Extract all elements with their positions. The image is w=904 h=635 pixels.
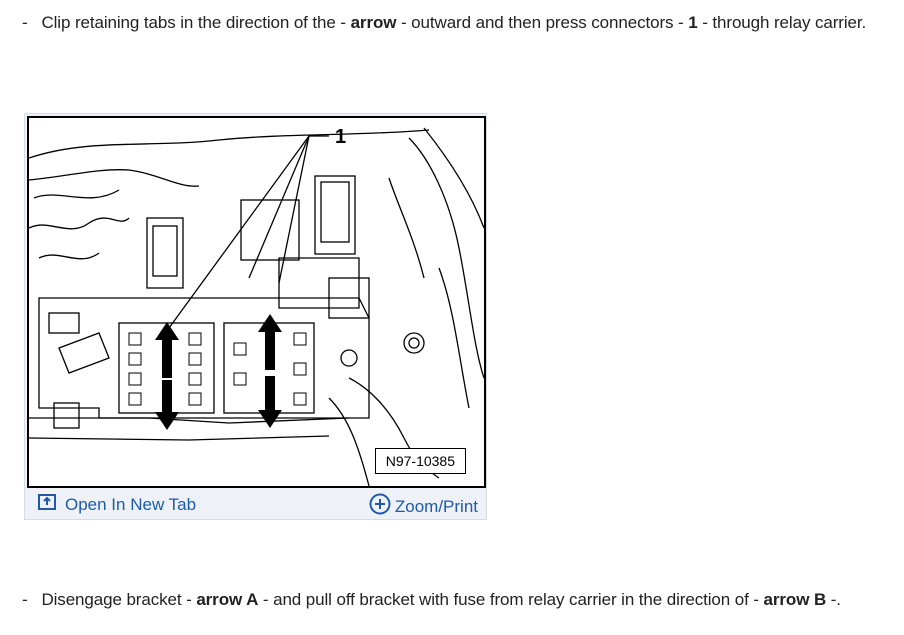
- instruction-step-1: - Clip retaining tabs in the direction o…: [22, 12, 866, 34]
- step-bullet: -: [22, 13, 28, 32]
- zoom-plus-icon: [369, 493, 391, 520]
- open-new-tab-icon: [37, 493, 57, 516]
- open-in-new-tab-label: Open In New Tab: [65, 494, 197, 514]
- step-emphasis-arrow: arrow: [350, 13, 397, 32]
- step-emphasis-arrow-a: arrow A: [196, 590, 259, 609]
- figure-code: N97-10385: [374, 448, 466, 474]
- diagram-figure: 1 N97-10385 Open In New Tab Zoom/Print: [24, 113, 487, 520]
- open-in-new-tab-button[interactable]: Open In New Tab: [37, 493, 196, 516]
- step-emphasis-arrow-b: arrow B: [763, 590, 827, 609]
- relay-carrier-drawing: [29, 127, 484, 486]
- relay-carrier-diagram: 1 N97-10385: [27, 116, 486, 488]
- instruction-step-2: - Disengage bracket - arrow A - and pull…: [22, 589, 841, 611]
- figure-toolbar: Open In New Tab Zoom/Print: [25, 490, 486, 520]
- step-text: Disengage bracket -: [41, 590, 197, 609]
- step-text: - outward and then press connectors -: [396, 13, 689, 32]
- step-text: - and pull off bracket with fuse from re…: [258, 590, 764, 609]
- zoom-print-button[interactable]: Zoom/Print: [369, 493, 478, 520]
- zoom-print-label: Zoom/Print: [394, 496, 478, 516]
- callout-label-1: 1: [335, 126, 347, 148]
- step-emphasis-connector-number: 1: [688, 13, 698, 32]
- step-text: Clip retaining tabs in the direction of …: [41, 13, 351, 32]
- step-bullet: -: [22, 590, 28, 609]
- step-text: - through relay carrier.: [697, 13, 867, 32]
- step-text: -.: [826, 590, 841, 609]
